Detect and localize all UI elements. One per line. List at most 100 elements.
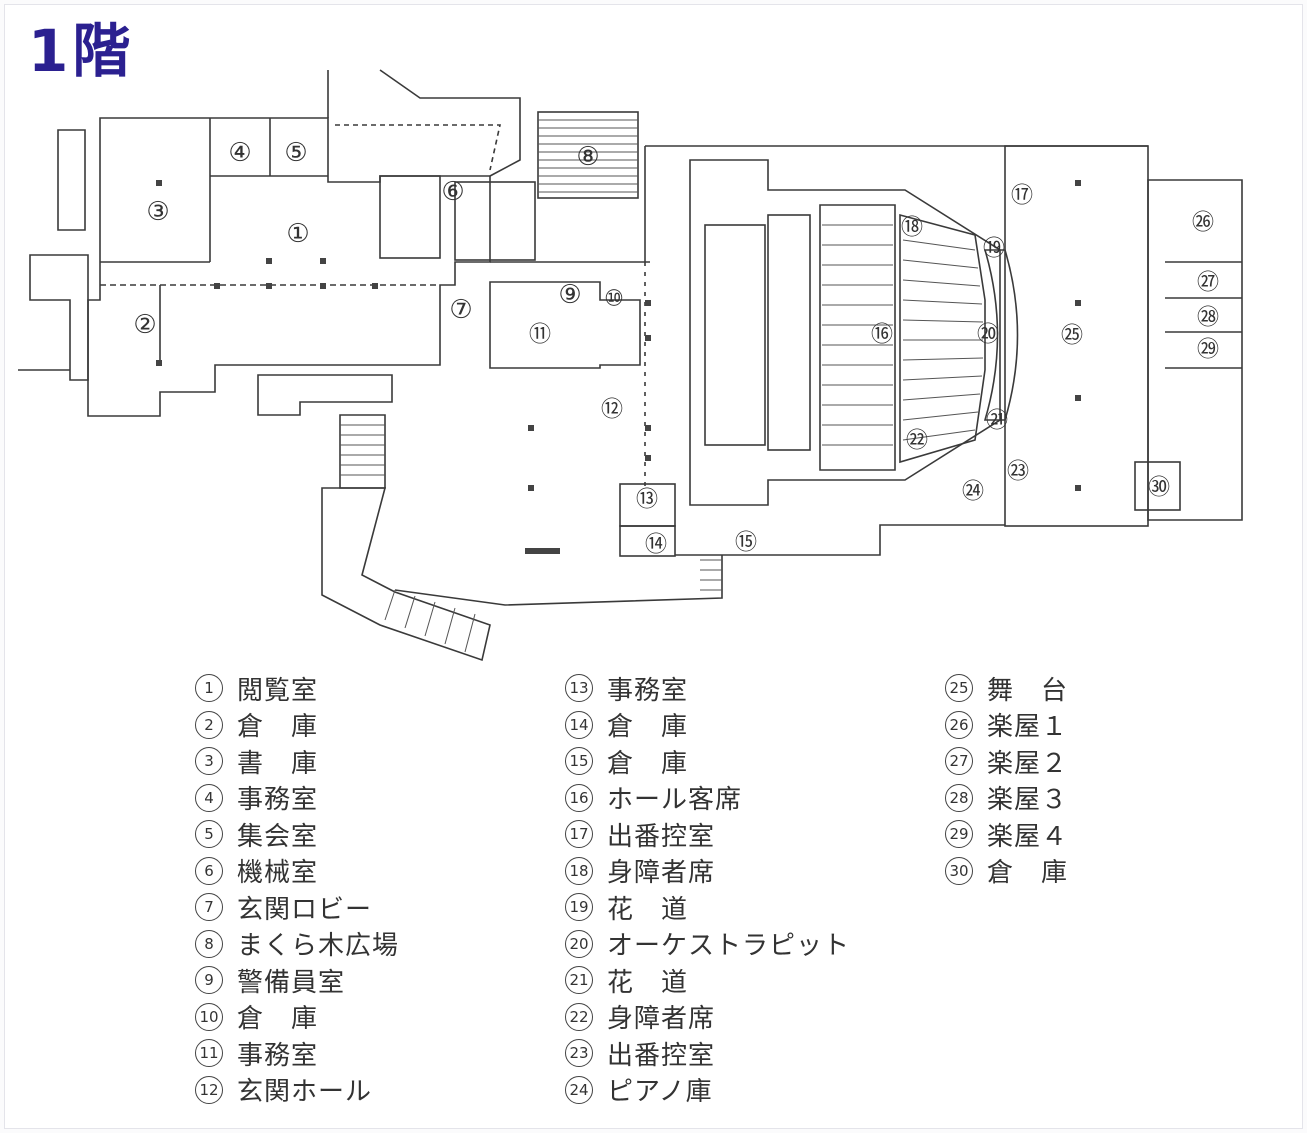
legend-number: 18	[565, 856, 593, 885]
map-label-2: ②	[133, 310, 156, 340]
legend-item: 30 倉 庫	[945, 853, 1068, 890]
legend-number: 22	[565, 1002, 593, 1031]
room-service	[454, 181, 536, 261]
map-label-10: ⑩	[604, 287, 624, 312]
legend-label: 倉 庫	[607, 748, 689, 779]
legend-number: 5	[195, 820, 223, 849]
map-label-14: ⑭	[645, 533, 667, 558]
legend-label: 機械室	[237, 858, 319, 889]
stair-treads	[340, 424, 722, 653]
legend-item: 14 倉 庫	[565, 707, 850, 744]
rear-foyer	[704, 224, 766, 446]
legend-number: 12	[195, 1075, 223, 1104]
legend-item: 19 花 道	[565, 889, 850, 926]
map-label-18: ⑱	[901, 216, 923, 241]
legend-label: 花 道	[607, 967, 689, 998]
legend-number: 11	[195, 1039, 223, 1068]
legend-label: 出番控室	[607, 821, 716, 852]
stair-left	[29, 254, 89, 381]
legend-number: 23	[565, 1039, 593, 1068]
sleeper-hatch	[538, 119, 638, 193]
room-storage-30	[1134, 461, 1181, 511]
legend-label: 身障者席	[607, 1004, 716, 1035]
legend-item: 18 身障者席	[565, 853, 850, 890]
legend-item: 5 集会室	[195, 816, 399, 853]
legend-label: まくら木広場	[237, 931, 400, 962]
legend-number: 30	[945, 856, 973, 885]
legend-item: 8 まくら木広場	[195, 926, 399, 963]
map-label-24: ㉔	[962, 480, 984, 505]
map-label-17: ⑰	[1011, 184, 1033, 209]
sleeper-plaza	[537, 111, 639, 199]
legend-number: 16	[565, 783, 593, 812]
legend-item: 3 書 庫	[195, 743, 399, 780]
legend-item: 6 機械室	[195, 853, 399, 890]
north-approach	[327, 69, 521, 177]
room-storage-14	[619, 525, 676, 557]
legend-label: 事務室	[237, 1040, 319, 1071]
legend-label: 身障者席	[607, 858, 716, 889]
dressing-wing	[1147, 179, 1243, 521]
legend-number: 25	[945, 674, 973, 703]
legend-number: 3	[195, 747, 223, 776]
room-machine	[379, 175, 441, 259]
legend-number: 20	[565, 929, 593, 958]
legend-label: 倉 庫	[987, 858, 1069, 889]
map-label-21: ㉑	[986, 409, 1008, 434]
legend-item: 24 ピアノ庫	[565, 1072, 850, 1109]
map-label-30: ㉚	[1148, 476, 1170, 501]
legend-label: 玄関ホール	[237, 1077, 373, 1108]
legend-label: 事務室	[237, 785, 319, 816]
lobby-zone	[489, 281, 641, 369]
control-booth	[767, 214, 811, 451]
legend-number: 13	[565, 674, 593, 703]
map-label-5: ⑤	[284, 138, 307, 168]
legend-number: 1	[195, 674, 223, 703]
legend-number: 29	[945, 820, 973, 849]
legend-label: 楽屋３	[987, 785, 1069, 816]
legend-label: 倉 庫	[607, 712, 689, 743]
legend-number: 6	[195, 856, 223, 885]
map-label-1: ①	[286, 219, 309, 249]
legend-label: 書 庫	[237, 748, 319, 779]
legend-label: 出番控室	[607, 1040, 716, 1071]
seat-rows	[822, 224, 984, 446]
entrance-canopy	[257, 374, 393, 416]
map-label-26: ㉖	[1192, 211, 1214, 236]
legend-number: 14	[565, 710, 593, 739]
legend-number: 8	[195, 929, 223, 958]
map-label-7: ⑦	[449, 295, 472, 325]
stair-south	[339, 414, 386, 489]
legend-label: 倉 庫	[237, 712, 319, 743]
legend-label: ピアノ庫	[607, 1077, 713, 1108]
legend-number: 26	[945, 710, 973, 739]
map-label-13: ⑬	[636, 488, 658, 513]
legend-item: 23 出番控室	[565, 1035, 850, 1072]
legend-label: 楽屋２	[987, 748, 1069, 779]
legend-number: 19	[565, 893, 593, 922]
legend-label: 集会室	[237, 821, 319, 852]
legend-label: 舞 台	[987, 675, 1069, 706]
map-label-11: ⑪	[529, 323, 551, 348]
legend-item: 26 楽屋１	[945, 707, 1068, 744]
legend-label: 楽屋１	[987, 712, 1069, 743]
legend-label: 花 道	[607, 894, 689, 925]
map-label-4: ④	[228, 138, 251, 168]
legend-number: 10	[195, 1002, 223, 1031]
legend-number: 24	[565, 1075, 593, 1104]
map-label-20: ⑳	[977, 323, 999, 348]
legend-label: 警備員室	[237, 967, 346, 998]
map-label-3: ③	[146, 197, 169, 227]
map-label-22: ㉒	[906, 429, 928, 454]
